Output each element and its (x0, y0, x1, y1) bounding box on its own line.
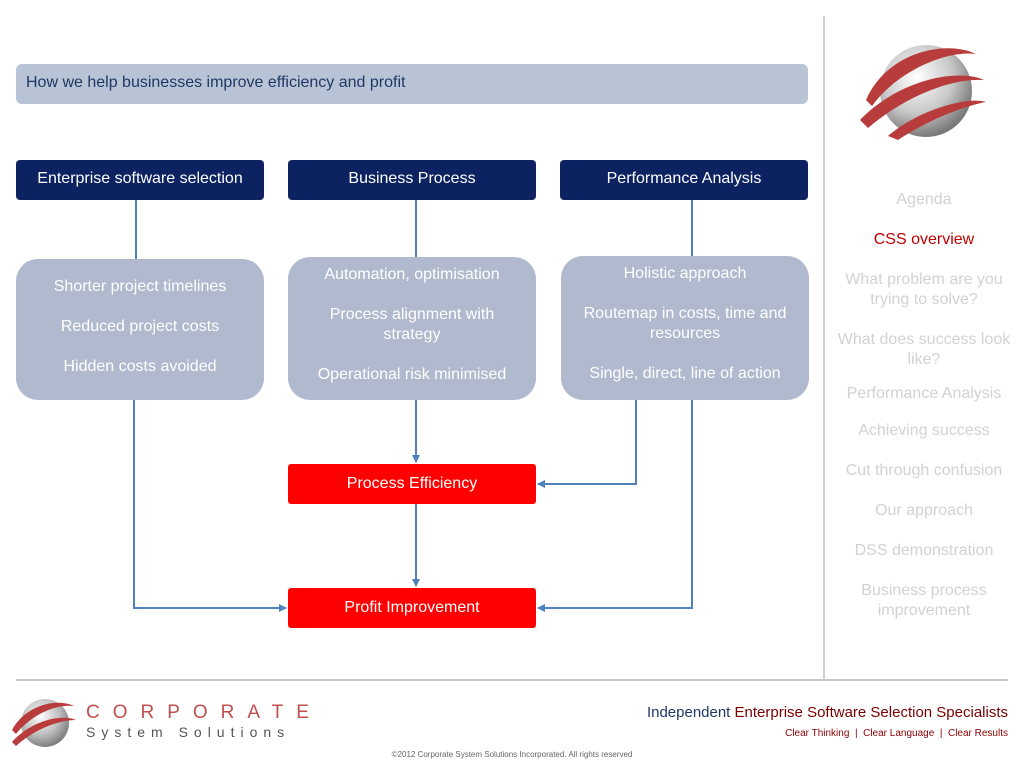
heading-software-selection: Enterprise software selection (16, 160, 264, 200)
agenda-item-performance-analysis[interactable]: Performance Analysis (846, 385, 1002, 402)
benefit-item: Routemap in costs, time and resources (583, 305, 787, 342)
heading-business-process: Business Process (288, 160, 536, 200)
benefit-item: Shorter project timelines (53, 278, 227, 295)
footer-divider (16, 679, 1008, 681)
benefits-software-selection: Shorter project timelines Reduced projec… (16, 259, 264, 400)
sidebar-divider (823, 16, 825, 679)
arrow-analysis-to-profit (537, 400, 693, 612)
benefit-item: Reduced project costs (60, 318, 220, 335)
benefit-item: Operational risk minimised (317, 366, 507, 383)
logo-wordmark-primary: CORPORATE (86, 702, 322, 723)
benefit-item: Process alignment with strategy (329, 306, 495, 343)
heading-performance-analysis: Performance Analysis (560, 160, 808, 200)
footer-copyright: ©2012 Corporate System Solutions Incorpo… (391, 750, 633, 759)
benefit-item: Automation, optimisation (324, 266, 500, 283)
tagline-rest: Enterprise Software Selection Specialist… (734, 704, 1008, 721)
sphere-logo-icon (860, 45, 986, 140)
footer-tagline: Independent Enterprise Software Selectio… (647, 704, 1008, 721)
outcome-process-efficiency: Process Efficiency (288, 464, 536, 504)
agenda-nav: Agenda CSS overview What problem are you… (832, 190, 1016, 641)
benefits-performance-analysis: Holistic approach Routemap in costs, tim… (561, 256, 809, 400)
benefits-business-process: Automation, optimisation Process alignme… (288, 257, 536, 400)
arrow-analysis-to-efficiency (537, 400, 637, 488)
agenda-item-achieving-success[interactable]: Achieving success (858, 422, 990, 439)
agenda-item-cut-through-confusion[interactable]: Cut through confusion (845, 462, 1003, 479)
agenda-item-css-overview[interactable]: CSS overview (873, 231, 975, 248)
benefit-item: Hidden costs avoided (63, 358, 217, 375)
logo-wordmark-secondary: System Solutions (86, 724, 291, 740)
footer-subtagline: Clear Thinking | Clear Language | Clear … (785, 728, 1008, 739)
agenda-item-agenda[interactable]: Agenda (896, 191, 952, 208)
agenda-item-dss-demonstration[interactable]: DSS demonstration (854, 542, 994, 559)
arrow-software-to-profit (133, 400, 287, 612)
benefit-item: Holistic approach (623, 265, 747, 282)
tagline-lead: Independent (646, 704, 731, 721)
page-title: How we help businesses improve efficienc… (16, 64, 808, 104)
company-logo-icon (12, 699, 76, 747)
outcome-profit-improvement: Profit Improvement (288, 588, 536, 628)
agenda-item-business-process-improvement[interactable]: Business process improvement (861, 582, 987, 619)
agenda-item-problem[interactable]: What problem are you trying to solve? (845, 271, 1003, 308)
benefit-item: Single, direct, line of action (589, 365, 781, 382)
agenda-item-success[interactable]: What does success look like? (837, 331, 1011, 368)
agenda-item-our-approach[interactable]: Our approach (875, 502, 973, 519)
